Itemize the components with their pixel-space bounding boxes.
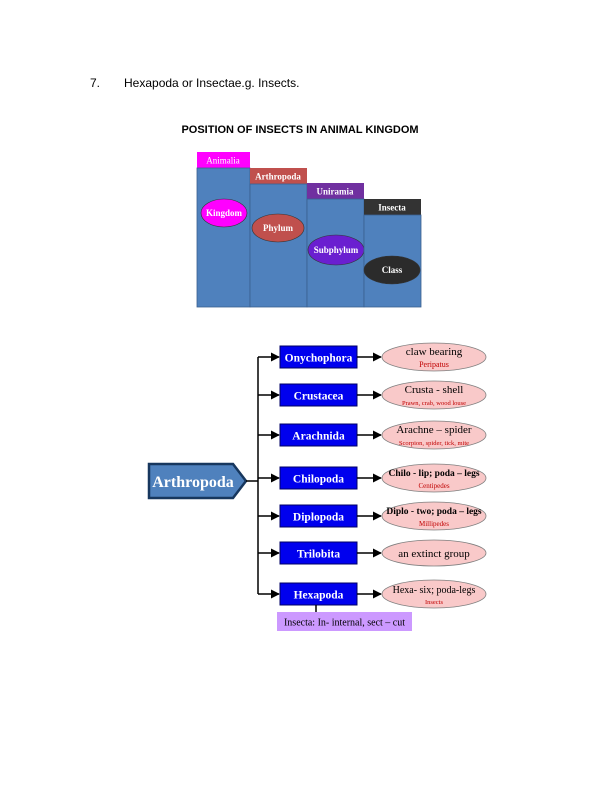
list-item-7: 7. Hexapoda or Insectae.g. Insects. <box>90 76 299 90</box>
class-node-onychophora: Onychophora <box>279 345 382 369</box>
note-main: an extinct group <box>398 548 470 560</box>
note-oval <box>381 501 487 531</box>
note-sub: Millipedes <box>419 520 449 528</box>
figure-title: POSITION OF INSECTS IN ANIMAL KINGDOM <box>181 124 419 136</box>
class-label: Trilobita <box>297 549 340 561</box>
class-label: Hexapoda <box>294 590 344 602</box>
note-oval <box>381 380 487 410</box>
class-label: Chilopoda <box>293 474 344 486</box>
class-label: Arachnida <box>292 431 345 443</box>
column-header-label-kingdom: Animalia <box>206 156 240 166</box>
note-crustacea: Crusta - shell Prawn, crab, wood louse <box>381 380 487 410</box>
root-node-label: Arthropoda <box>152 474 234 491</box>
note-trilobita: an extinct group <box>381 539 487 567</box>
note-sub: Centipedes <box>418 482 449 490</box>
rank-label-phylum: Phylum <box>263 223 294 233</box>
class-notes: claw bearing Peripatus Crusta - shell Pr… <box>381 342 487 609</box>
list-text: Hexapoda or Insectae.g. Insects. <box>124 76 300 90</box>
column-body-kingdom <box>196 167 251 308</box>
class-node-chilopoda: Chilopoda <box>279 466 382 490</box>
note-sub: Insects <box>425 599 444 606</box>
note-main: Chilo - lip; poda – legs <box>388 469 479 479</box>
class-node-crustacea: Crustacea <box>279 383 382 407</box>
note-main: Arachne – spider <box>396 424 471 436</box>
class-branches <box>258 352 280 599</box>
column-body-phylum <box>249 183 308 308</box>
hierarchy-column-subphylum: Uniramia Subphylum <box>306 183 365 308</box>
list-number: 7. <box>90 76 101 90</box>
note-diplopoda: Diplo - two; poda – legs Millipedes <box>381 501 487 531</box>
hierarchy-column-phylum: Arthropoda Phylum <box>249 168 308 308</box>
note-oval <box>381 342 487 372</box>
column-header-phylum <box>250 168 307 184</box>
class-node-hexapoda: Hexapoda <box>279 582 382 613</box>
note-oval <box>381 463 487 493</box>
column-header-class <box>364 199 421 215</box>
note-onychophora: claw bearing Peripatus <box>381 342 487 372</box>
note-oval <box>381 420 487 450</box>
class-label: Crustacea <box>294 391 344 403</box>
column-header-label-class: Insecta <box>378 203 406 213</box>
note-main: claw bearing <box>406 346 463 358</box>
note-hexapoda: Hexa- six; poda-legs Insects <box>381 579 487 609</box>
rank-oval-kingdom <box>200 198 248 228</box>
hierarchy-chart: Animalia Kingdom Arthropoda Phylum Unira… <box>196 152 422 308</box>
rank-label-class: Class <box>382 265 403 275</box>
note-oval <box>381 579 487 609</box>
class-boxes: Onychophora Crustacea Arachnida Chilopod… <box>279 345 382 613</box>
class-node-diplopoda: Diplopoda <box>279 504 382 528</box>
rank-label-kingdom: Kingdom <box>206 208 243 218</box>
hierarchy-column-class: Insecta Class <box>363 199 422 308</box>
note-chilopoda: Chilo - lip; poda – legs Centipedes <box>381 463 487 493</box>
rank-label-subphylum: Subphylum <box>314 245 359 255</box>
note-arachnida: Arachne – spider Scorpion, spider, tick,… <box>381 420 487 450</box>
column-header-kingdom <box>197 152 250 168</box>
note-sub: Peripatus <box>419 360 449 369</box>
note-main: Crusta - shell <box>405 384 464 396</box>
insecta-note-box <box>277 612 412 631</box>
root-node-shape <box>147 462 248 500</box>
note-main: Diplo - two; poda – legs <box>386 507 482 517</box>
class-label: Diplopoda <box>293 512 344 524</box>
arthropoda-tree: Arthropoda Onychophora Crustacea <box>147 342 487 631</box>
rank-oval-phylum <box>251 213 305 243</box>
column-header-label-subphylum: Uniramia <box>317 187 354 197</box>
note-oval <box>381 539 487 567</box>
hierarchy-column-kingdom: Animalia Kingdom <box>196 152 251 308</box>
note-sub: Prawn, crab, wood louse <box>402 400 466 407</box>
class-label: Onychophora <box>285 353 353 365</box>
class-node-arachnida: Arachnida <box>279 423 382 447</box>
insecta-note-label: Insecta: In- internal, sect – cut <box>284 618 405 629</box>
note-main: Hexa- six; poda-legs <box>393 585 476 596</box>
rank-oval-class <box>363 255 421 285</box>
note-sub: Scorpion, spider, tick, mite <box>399 440 469 447</box>
column-header-subphylum <box>307 183 364 199</box>
class-node-trilobita: Trilobita <box>279 541 382 565</box>
column-header-label-phylum: Arthropoda <box>255 172 301 182</box>
insecta-note: Insecta: In- internal, sect – cut <box>277 612 412 631</box>
